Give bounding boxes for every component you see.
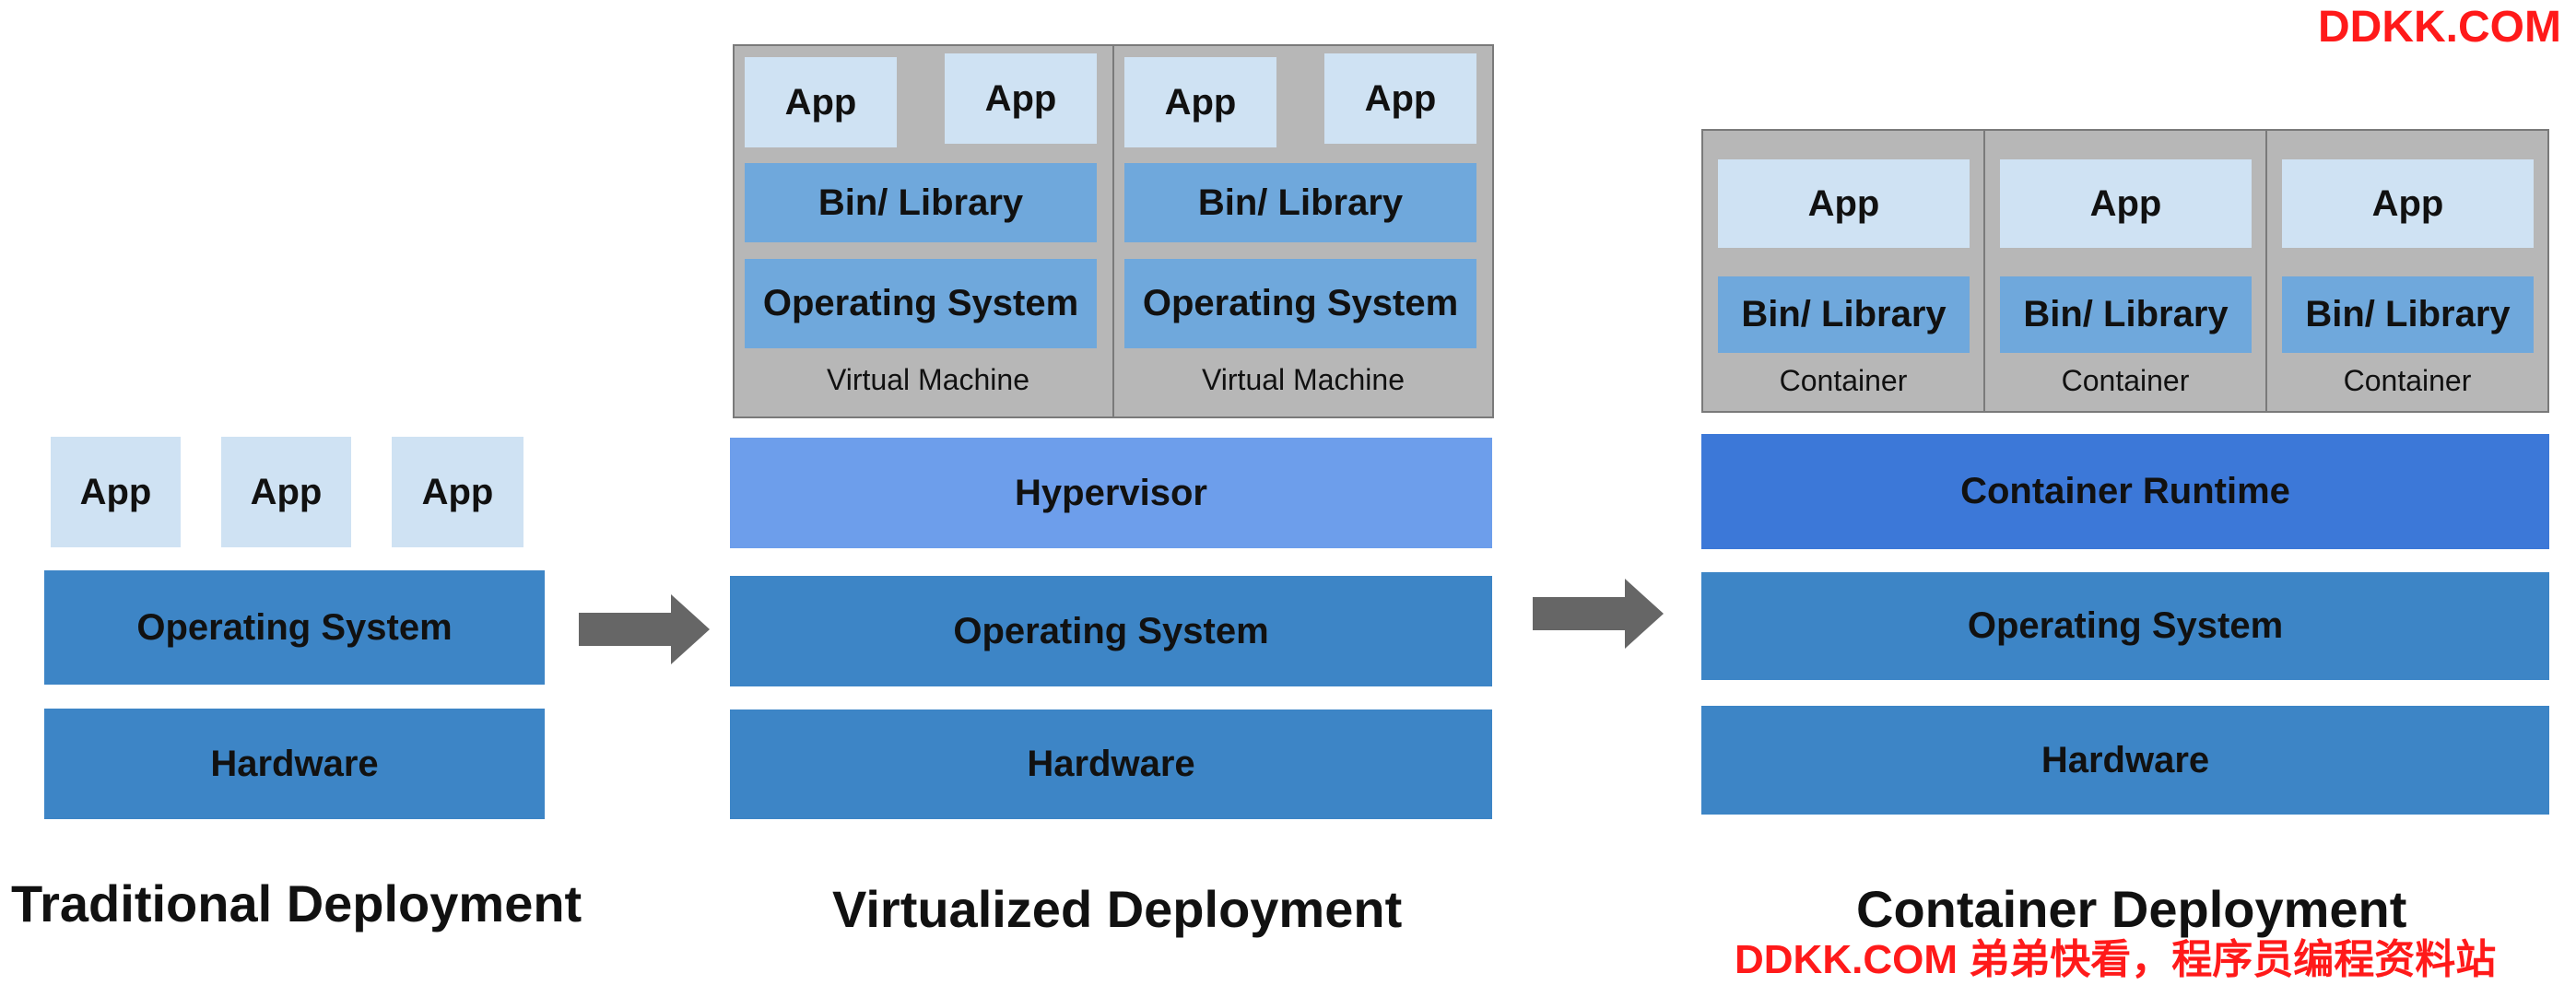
traditional-os-layer: Operating System [44,570,545,685]
virtualized-hardware-layer: Hardware [730,709,1492,819]
watermark-bottom: DDKK.COM 弟弟快看，程序员编程资料站 [1735,937,2497,982]
vm1-app-1: App [745,57,897,147]
vm2-app-2: App [1324,53,1476,144]
vm2-operating-system: Operating System [1124,259,1476,348]
vm2-app-1: App [1124,57,1276,147]
watermark-top: DDKK.COM [2318,3,2561,52]
right-arrow-icon [579,594,710,664]
virtualized-os-layer: Operating System [730,576,1492,686]
hypervisor-layer: Hypervisor [730,438,1492,548]
container3-app: App [2282,159,2534,248]
container-title: Container Deployment [1856,880,2407,938]
vm2-bin-library: Bin/ Library [1124,163,1476,242]
container2-bin-library: Bin/ Library [2000,276,2252,353]
container2-label: Container [2061,363,2190,397]
traditional-hardware-layer: Hardware [44,709,545,819]
vm1-app-2: App [945,53,1097,144]
traditional-app-3: App [392,437,523,547]
traditional-app-1: App [51,437,181,547]
container-divider-1 [1983,129,1985,413]
vm2-label: Virtual Machine [1202,362,1405,396]
container1-app: App [1718,159,1970,248]
container3-label: Container [2343,363,2472,397]
container-runtime-layer: Container Runtime [1701,434,2549,549]
container3-bin-library: Bin/ Library [2282,276,2534,353]
container1-label: Container [1779,363,1908,397]
right-arrow-icon [1533,579,1664,649]
traditional-title: Traditional Deployment [11,874,582,932]
container1-bin-library: Bin/ Library [1718,276,1970,353]
container-hardware-layer: Hardware [1701,706,2549,815]
vm-divider [1112,44,1114,418]
container2-app: App [2000,159,2252,248]
container-divider-2 [2265,129,2267,413]
vm1-label: Virtual Machine [827,362,1029,396]
traditional-app-2: App [221,437,351,547]
vm1-bin-library: Bin/ Library [745,163,1097,242]
container-os-layer: Operating System [1701,572,2549,680]
vm1-operating-system: Operating System [745,259,1097,348]
virtualized-title: Virtualized Deployment [832,880,1403,938]
